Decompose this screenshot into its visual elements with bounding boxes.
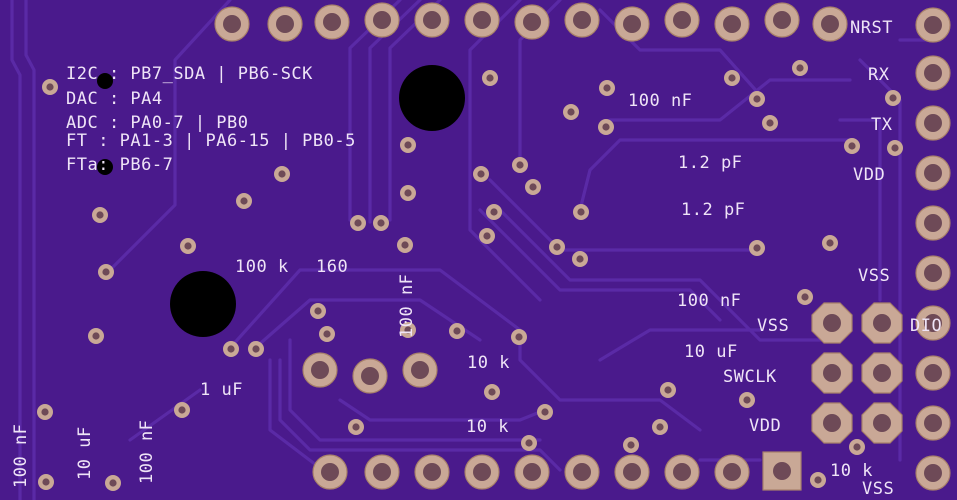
value-10k-bottom: 10 k [830,461,873,481]
pin-info-block: I2C : PB7_SDA | PB6-SCK DAC : PA4 ADC : … [66,64,356,175]
label-nrst: NRST [850,18,893,38]
small-hole [97,159,113,175]
value-1p2pf-2: 1.2 pF [681,200,745,220]
info-dac: DAC : PA4 [66,89,163,109]
three-pin-row [302,352,438,394]
mounting-hole-top [399,65,465,131]
label-vss-swd: VSS [757,316,789,336]
value-100k: 100 k [235,257,289,277]
label-vdd: VDD [853,165,885,185]
value-10k-2: 10 k [466,417,509,437]
value-1p2pf-1: 1.2 pF [678,153,742,173]
value-10uf-left: 10 uF [75,426,95,480]
mounting-holes [97,65,465,337]
info-fta: FTa: PB6-7 [66,155,173,175]
label-dio: DIO [910,316,942,336]
value-100nf-left-2: 100 nF [137,420,157,484]
info-ft: FT : PA1-3 | PA6-15 | PB0-5 [66,131,356,151]
label-vss: VSS [858,266,890,286]
value-100nf-left-1: 100 nF [11,424,31,488]
bottom-header-row [312,451,802,491]
value-100nf-top: 100 nF [628,91,692,111]
info-adc: ADC : PA0-7 | PB0 [66,113,249,133]
label-swclk: SWCLK [723,367,777,387]
value-10k-1: 10 k [467,353,510,373]
value-10uf-right: 10 uF [684,342,738,362]
component-values: 100 nF 1.2 pF 1.2 pF 100 k 160 100 nF 10… [11,91,873,488]
value-160: 160 [316,257,348,277]
label-tx: TX [871,115,893,135]
mounting-hole-left [170,271,236,337]
square-pad [762,451,802,491]
small-hole [97,73,113,89]
value-100nf-vertical: 100 nF [397,274,417,338]
label-rx: RX [868,65,890,85]
label-vdd-swd: VDD [749,416,781,436]
value-1uf: 1 uF [200,380,243,400]
info-i2c: I2C : PB7_SDA | PB6-SCK [66,64,313,84]
pin-labels: NRST RX TX VDD VSS DIO VSS SWCLK VDD VSS [723,18,942,499]
value-100nf-right: 100 nF [677,291,741,311]
label-vss-bottom: VSS [862,479,894,499]
